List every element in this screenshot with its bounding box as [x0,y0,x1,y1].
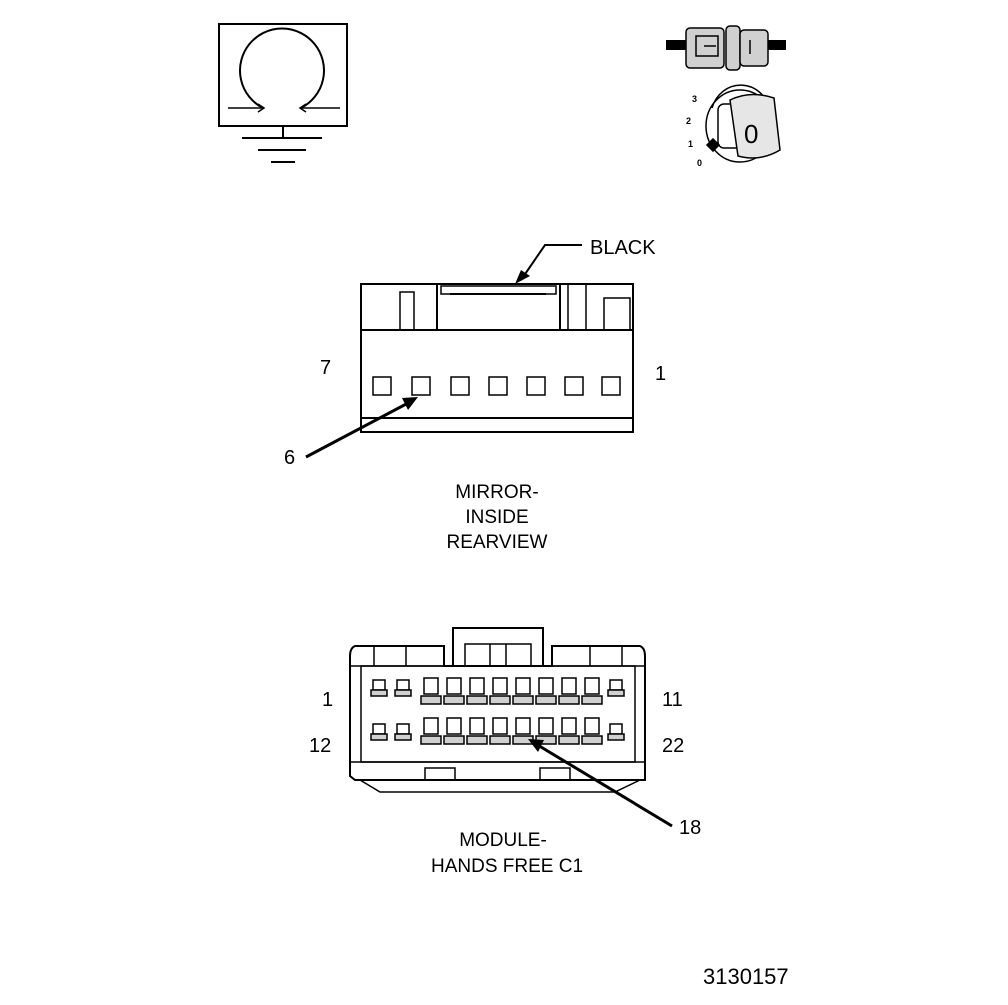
mirror-caption-line1: MIRROR- [455,482,538,503]
key-position-1: 1 [688,139,693,149]
mirror-pin-label-left: 7 [320,357,331,379]
mirror-pin-1 [601,376,621,396]
mirror-pin-5 [450,376,470,396]
mirror-pin-6 [411,376,431,396]
hf-pin-label-bottom-right: 22 [662,735,684,757]
mirror-pin-3 [526,376,546,396]
mirror-connector: BLACK 7 1 6 MIRROR- INSIDE REARVIEW [284,237,666,553]
plug-connector-icon [666,25,786,71]
mirror-callout-pin: 6 [284,447,295,469]
hf-caption-line1: MODULE- [459,830,547,851]
hands-free-pin-row-top [370,677,625,705]
mirror-caption-line3: REARVIEW [446,532,547,553]
hands-free-pin-row-bottom [370,717,625,745]
mirror-pin-4 [488,376,508,396]
hands-free-connector: 1 11 12 22 18 MODULE- HANDS FREE C1 [309,627,701,877]
hf-callout-pin: 18 [679,817,701,839]
key-face-label: 0 [744,119,758,149]
mirror-caption-line2: INSIDE [465,507,528,528]
mirror-pin-label-right: 1 [655,363,666,385]
hf-pin-label-bottom-left: 12 [309,735,331,757]
mirror-connector-housing [360,283,634,433]
hf-pin-label-top-right: 11 [662,689,683,711]
ground-circuit-icon [218,23,348,163]
key-position-3: 3 [692,94,697,104]
mirror-pin-2 [564,376,584,396]
ignition-key-icon: 3 2 1 0 0 [686,84,781,168]
key-position-0: 0 [697,158,702,168]
key-position-2: 2 [686,116,691,126]
connector-color-label: BLACK [590,237,656,259]
hf-pin-label-top-left: 1 [322,689,333,711]
mirror-pin-7 [372,376,392,396]
hf-caption-line2: HANDS FREE C1 [431,856,583,877]
figure-number: 3130157 [703,964,789,989]
